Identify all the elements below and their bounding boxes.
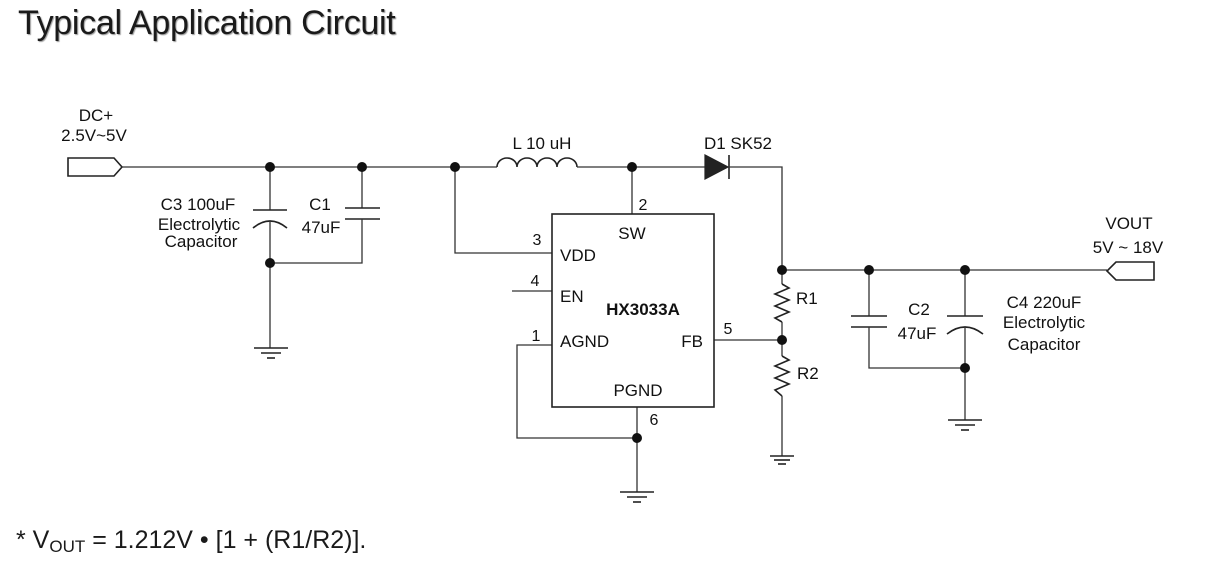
pin-name-agnd: AGND [560, 332, 609, 351]
pin-number-vdd: 3 [533, 232, 542, 249]
c1-return-wire [270, 219, 363, 264]
page-title: Typical Application Circuit [18, 4, 396, 42]
pin-number-fb: 5 [724, 321, 733, 338]
pin-number-pgnd: 6 [650, 412, 659, 429]
c3-label: C3 100uF [161, 195, 236, 214]
pin-number-sw: 2 [639, 197, 648, 214]
inductor-symbol [496, 157, 578, 168]
input-ground-icon [254, 347, 288, 359]
junction-dots [265, 162, 970, 443]
agnd-wire [516, 344, 637, 439]
r1-symbol [772, 283, 792, 323]
c4-type-line1: Electrolytic [1003, 313, 1086, 332]
vout-formula: * VOUT = 1.212V • [1 + (R1/R2)]. [16, 526, 366, 557]
c3-type-line2: Capacitor [165, 232, 238, 251]
pin-number-en: 4 [531, 273, 540, 290]
inductor-label: L 10 uH [513, 134, 572, 153]
input-port [67, 157, 124, 177]
c4-type-line2: Capacitor [1008, 335, 1081, 354]
chip-body [551, 213, 715, 408]
r2-name: R2 [797, 364, 819, 383]
diode-symbol [704, 154, 730, 180]
c2-value: 47uF [898, 324, 937, 343]
vdd-wire [454, 167, 552, 254]
diode-label: D1 SK52 [704, 134, 772, 153]
input-range: 2.5V~5V [61, 126, 127, 145]
pin-name-vdd: VDD [560, 246, 596, 265]
divider-ground-icon [770, 455, 794, 465]
output-port [1105, 261, 1155, 281]
c4-label: C4 220uF [1007, 293, 1082, 312]
chip-name: HX3033A [606, 300, 680, 319]
input-name: DC+ [79, 106, 114, 125]
pin-name-fb: FB [681, 332, 703, 351]
r2-symbol [772, 355, 792, 397]
c1-value: 47uF [302, 218, 341, 237]
formula-rest: = 1.212V • [1 + (R1/R2)]. [85, 526, 367, 554]
diode-output-wire [729, 166, 783, 270]
r1-name: R1 [796, 289, 818, 308]
output-range: 5V ~ 18V [1093, 238, 1164, 257]
output-name: VOUT [1105, 214, 1152, 233]
c2-return-wire [868, 327, 965, 369]
pin-number-agnd: 1 [532, 328, 541, 345]
output-ground-icon [948, 419, 982, 431]
pin-name-sw: SW [618, 224, 645, 243]
formula-prefix: * V [16, 526, 50, 554]
c1-name: C1 [309, 195, 331, 214]
chip-ground-icon [620, 491, 654, 503]
formula-subscript: OUT [49, 537, 86, 556]
c3-type-line1: Electrolytic [158, 215, 241, 234]
pin-name-en: EN [560, 287, 584, 306]
c2-name: C2 [908, 300, 930, 319]
pin-name-pgnd: PGND [613, 381, 662, 400]
